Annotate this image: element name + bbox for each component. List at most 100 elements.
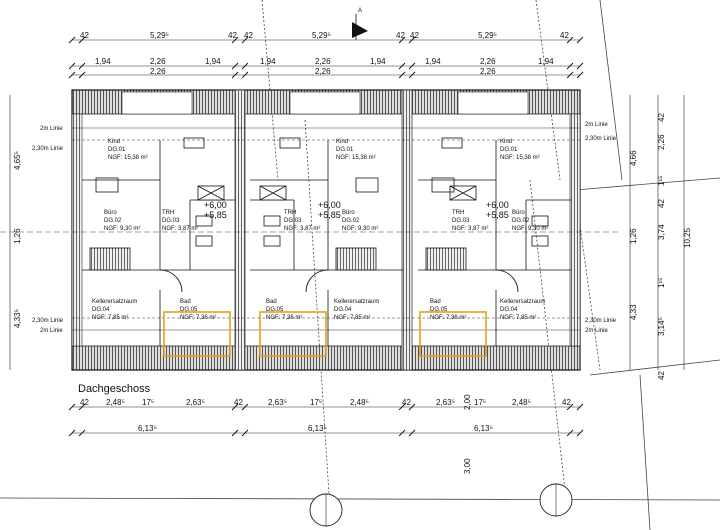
dim-top2-0: 1,94	[95, 57, 111, 66]
room-name: Bad	[180, 299, 191, 305]
dim-bot1-7: 2,48⁵	[350, 398, 369, 407]
party-wall-1	[234, 89, 246, 371]
dim-top2-2: 1,94	[205, 57, 221, 66]
dimension-tick	[576, 71, 584, 79]
room-name: TRH	[162, 210, 174, 216]
dimension-tick	[68, 62, 76, 70]
dimension-tick	[566, 403, 574, 411]
dimension-tick	[408, 71, 416, 79]
room-code: DG.05	[180, 307, 198, 313]
dim-top1-3: 42	[244, 31, 253, 40]
dim-left-2: 4,33⁵	[13, 309, 22, 328]
dimension-tick	[566, 36, 574, 44]
dim-bot1-6: 17⁵	[310, 398, 322, 407]
bath-outline-2	[259, 311, 327, 357]
dim-top2-8: 1,94	[538, 57, 554, 66]
room-code: DG.04	[334, 307, 352, 313]
dimension-bottom-row2: 6,13⁵ 6,13⁵ 6,13⁵	[138, 424, 493, 433]
dimension-tick	[398, 62, 406, 70]
level-mark: +6,00	[318, 200, 341, 210]
dim-top2-5: 1,94	[370, 57, 386, 66]
room-area: NGF: 9,30 m²	[342, 226, 378, 232]
dimension-tick	[231, 36, 239, 44]
room-area: NGF: 3,87 m²	[452, 226, 488, 232]
dim-top2-4: 2,26	[315, 57, 331, 66]
dim-right-a-2: 4,33	[629, 304, 638, 320]
room-area: NGF: 3,87 m²	[162, 226, 198, 232]
dim-top1-0: 42	[80, 31, 89, 40]
dim-bot1-10: 17⁵	[474, 398, 486, 407]
dimension-tick	[398, 36, 406, 44]
room-name: Kind	[500, 139, 512, 145]
dimension-tick	[576, 62, 584, 70]
room-name: Büro	[104, 210, 117, 216]
room-code: DG.01	[500, 147, 518, 153]
dim-stair-1: 3,00	[463, 458, 472, 474]
dimension-tick	[408, 403, 416, 411]
dimension-right-b: 2,26 1¹⁵ 3,74 1¹⁵ 3,14⁵ 42 42 42	[657, 113, 666, 380]
room-name: Büro	[342, 210, 355, 216]
room-code: DG.05	[266, 307, 284, 313]
dimension-tick	[398, 403, 406, 411]
dimension-tick	[231, 62, 239, 70]
dim-top3-1: 2,26	[315, 67, 331, 76]
dimension-tick	[78, 62, 86, 70]
dim-right-b-2: 3,74	[657, 224, 666, 240]
dim-top1-8: 42	[560, 31, 569, 40]
room-name: Kellerersatzraum	[92, 299, 137, 305]
dimension-tick	[398, 71, 406, 79]
dimension-tick	[576, 36, 584, 44]
drawing-title: Dachgeschoss	[78, 383, 151, 395]
dimension-ticks	[68, 36, 584, 437]
dim-stair-0: 2,00	[463, 394, 472, 410]
dimension-tick	[241, 36, 249, 44]
dim-bot1-5: 2,63⁵	[268, 398, 287, 407]
dimension-left: 4,65⁵ 1,26 4,33⁵	[13, 151, 22, 328]
dimension-tick	[78, 36, 86, 44]
unit-2	[250, 137, 403, 357]
dimension-tick	[566, 62, 574, 70]
dim-left-0: 4,65⁵	[13, 151, 22, 170]
dim-right-b-7: 42	[657, 371, 666, 380]
dimension-tick	[231, 403, 239, 411]
dim-top2-3: 1,94	[260, 57, 276, 66]
dim-right-b-3: 1¹⁵	[657, 278, 666, 288]
line-label-right-3: 2m Linie	[585, 328, 608, 334]
dimension-top-row1: 42 5,29⁵ 42 42 5,29⁵ 42 42 5,29⁵ 42	[80, 31, 569, 40]
dimension-tick	[241, 62, 249, 70]
room-area: NGF: 15,38 m²	[336, 155, 376, 161]
dimension-tick	[576, 403, 584, 411]
dimension-tick	[231, 71, 239, 79]
room-code: DG.03	[284, 218, 302, 224]
room-area: NGF: 7,36 m²	[180, 315, 216, 321]
room-area: NGF: 15,38 m²	[500, 155, 540, 161]
dimension-tick	[566, 429, 574, 437]
room-name: Kellerersatzraum	[500, 299, 545, 305]
dimension-tick	[576, 429, 584, 437]
room-area: NGF: 7,85 m²	[334, 315, 370, 321]
room-code: DG.05	[430, 307, 448, 313]
level-mark: +6,00	[486, 200, 509, 210]
room-name: TRH	[284, 210, 296, 216]
room-name: Büro	[512, 210, 525, 216]
room-area: NGF: 9,30 m²	[512, 226, 548, 232]
bath-outline-3	[419, 311, 487, 357]
dim-bot1-0: 42	[80, 398, 89, 407]
dim-top1-5: 42	[396, 31, 405, 40]
room-name: Bad	[266, 299, 277, 305]
bath-outline-1	[163, 311, 231, 357]
line-label-right-2: 2,30m Linie	[585, 318, 617, 324]
unit-1-labels: Kind DG.01 NGF: 15,38 m² Büro DG.02 NGF:…	[92, 139, 227, 321]
room-area: NGF: 7,36 m²	[430, 315, 466, 321]
dimension-tick	[78, 71, 86, 79]
dim-bot1-2: 17⁵	[142, 398, 154, 407]
line-labels-right: 2m Linie 2,30m Linie 2,30m Linie 2m Lini…	[585, 122, 617, 334]
dim-bot1-12: 42	[562, 398, 571, 407]
dim-bot1-9: 2,63⁵	[436, 398, 455, 407]
dimension-top-row3: 2,26 2,26 2,26	[150, 67, 496, 76]
line-label-left-2: 2,30m Linie	[32, 318, 64, 324]
dimension-tick	[408, 429, 416, 437]
dim-bot1-1: 2,48⁵	[106, 398, 125, 407]
level-mark: +5,85	[486, 210, 509, 220]
level-mark: +5,85	[204, 210, 227, 220]
